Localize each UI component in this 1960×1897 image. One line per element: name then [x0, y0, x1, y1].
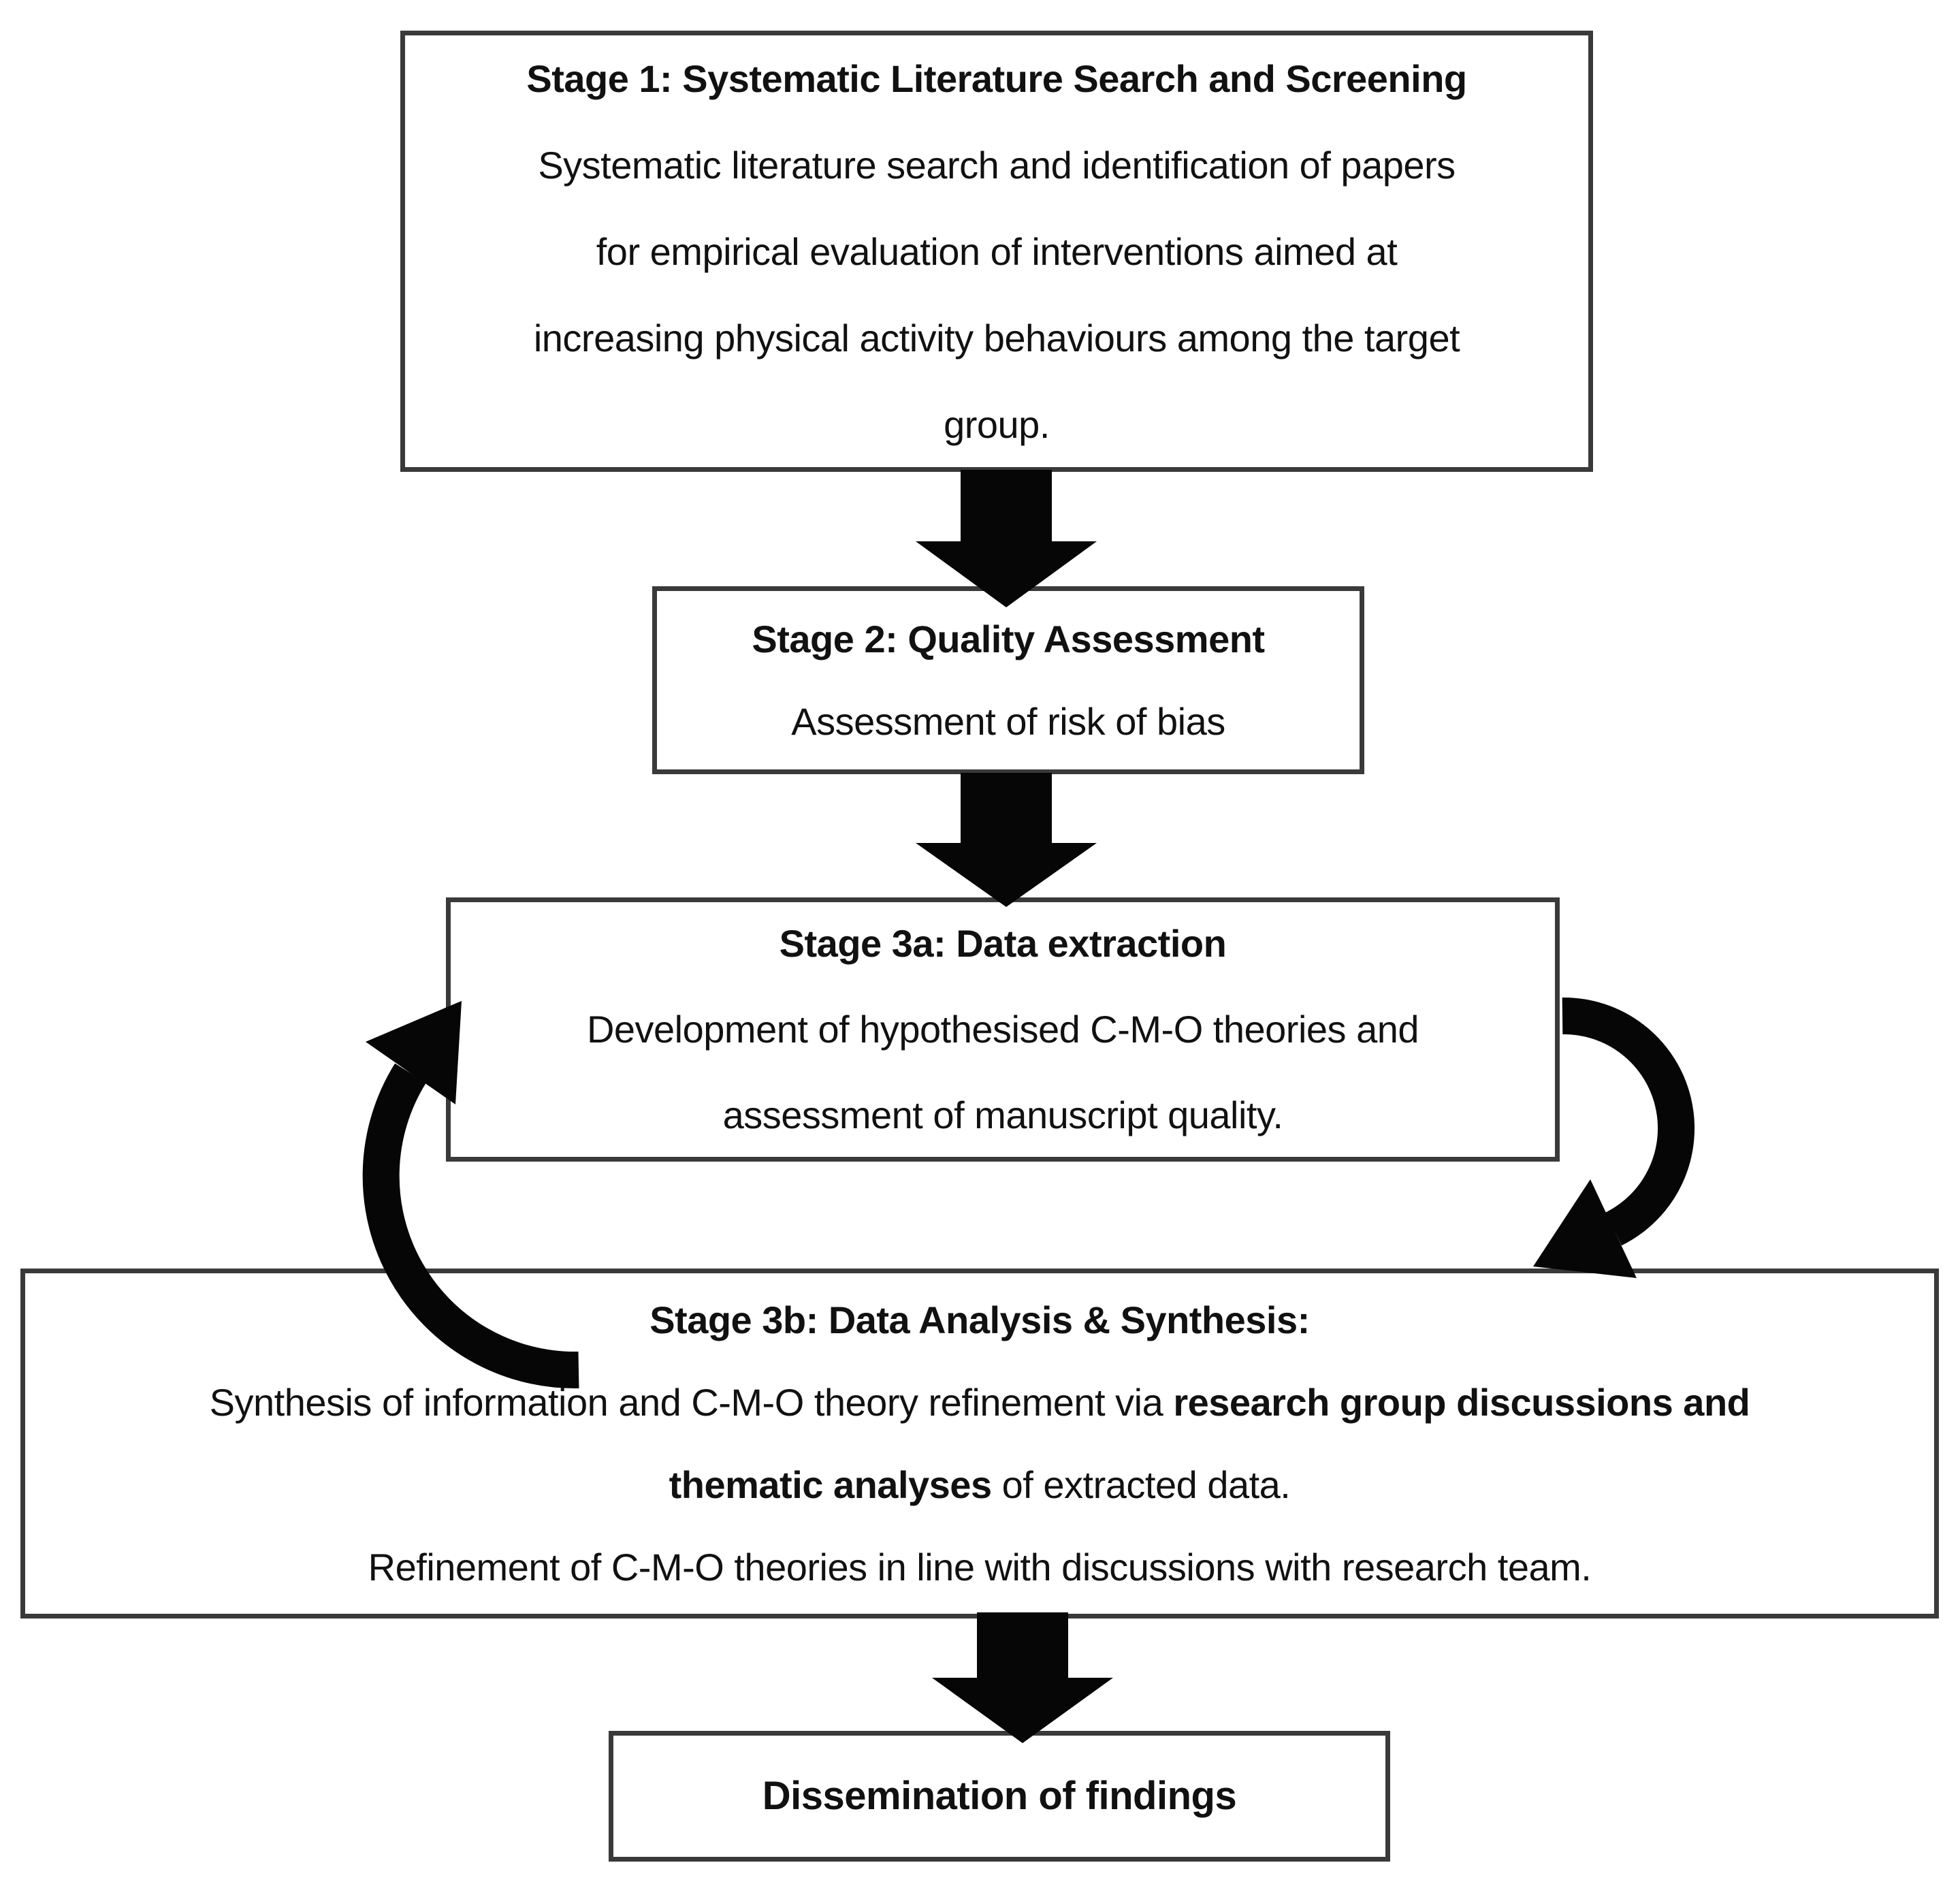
- stage3b-body-line: Synthesis of information and C-M-O theor…: [210, 1361, 1750, 1444]
- dissemination-title: Dissemination of findings: [762, 1774, 1237, 1818]
- dissemination-box: Dissemination of findings: [609, 1731, 1390, 1862]
- stage3a-box: Stage 3a: Data extraction Development of…: [446, 897, 1560, 1162]
- stage1-body-line: group.: [944, 402, 1050, 446]
- stage1-title: Stage 1: Systematic Literature Search an…: [526, 57, 1467, 100]
- stage3b-body-line: Refinement of C-M-O theories in line wit…: [368, 1546, 1592, 1589]
- stage3a-body-line: Development of hypothesised C-M-O theori…: [586, 1008, 1419, 1051]
- stage3b-line2-bold: research group discussions and: [1173, 1381, 1750, 1424]
- down-arrow-icon: [932, 1612, 1113, 1743]
- stage3a-body-line: assessment of manuscript quality.: [722, 1094, 1283, 1136]
- stage2-title: Stage 2: Quality Assessment: [752, 618, 1265, 660]
- stage2-body-line: Assessment of risk of bias: [791, 700, 1225, 743]
- stage3b-title: Stage 3b: Data Analysis & Synthesis:: [649, 1298, 1310, 1341]
- stage1-body-line: Systematic literature search and identif…: [538, 143, 1456, 187]
- stage3b-line3-regular: of extracted data.: [991, 1463, 1291, 1506]
- stage2-box: Stage 2: Quality Assessment Assessment o…: [652, 586, 1364, 774]
- stage3a-title: Stage 3a: Data extraction: [779, 922, 1227, 965]
- stage1-body-line: increasing physical activity behaviours …: [533, 316, 1460, 360]
- stage3b-line2-regular: Synthesis of information and C-M-O theor…: [209, 1381, 1174, 1424]
- stage1-body-line: for empirical evaluation of intervention…: [596, 229, 1398, 273]
- stage3b-body-line: thematic analyses of extracted data.: [669, 1444, 1291, 1526]
- stage1-box: Stage 1: Systematic Literature Search an…: [400, 31, 1593, 472]
- down-arrow-icon: [916, 773, 1097, 907]
- stage3b-box: Stage 3b: Data Analysis & Synthesis: Syn…: [20, 1269, 1939, 1619]
- stage3b-line3-bold: thematic analyses: [669, 1463, 992, 1506]
